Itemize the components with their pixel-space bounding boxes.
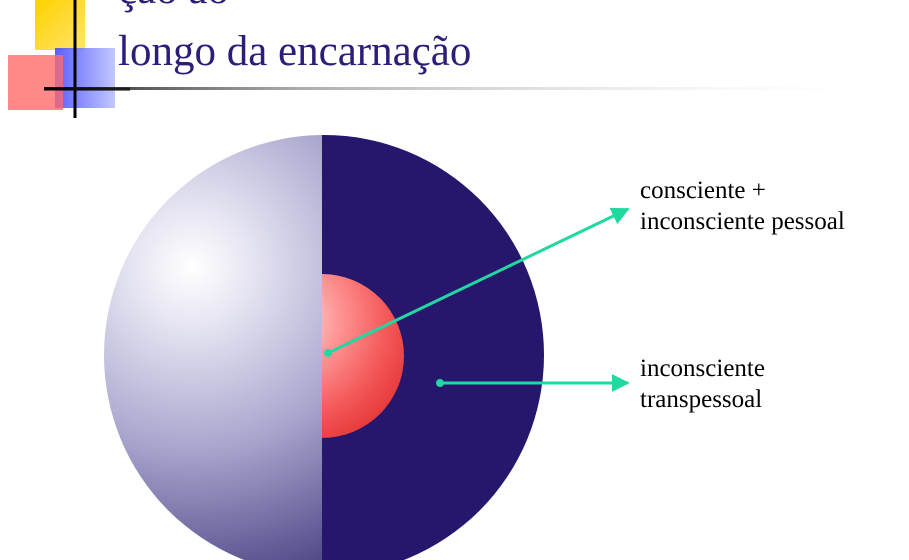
arrow-conscious xyxy=(327,207,630,355)
logo-blue-square xyxy=(55,48,115,108)
arrow-conscious-origin-dot xyxy=(324,349,332,357)
sphere-left-hemisphere xyxy=(104,135,322,560)
arrow-transpersonal-origin-dot xyxy=(436,379,444,387)
title-line-2: longo da encarnação xyxy=(118,28,472,75)
logo-yellow-square xyxy=(35,0,85,50)
inner-core xyxy=(322,274,404,438)
label-conscious-line-2: inconsciente pessoal xyxy=(640,208,845,235)
label-transpersonal: inconsciente transpessoal xyxy=(640,353,765,415)
label-conscious: consciente + inconsciente pessoal xyxy=(640,175,845,237)
label-transpersonal-line-2: transpessoal xyxy=(640,386,763,413)
title-line-1: ção ao xyxy=(118,0,229,11)
logo-red-square xyxy=(8,55,63,110)
label-conscious-line-1: consciente + xyxy=(640,177,766,204)
sphere-right-hemisphere xyxy=(322,135,544,560)
title-underline xyxy=(44,87,909,90)
label-transpersonal-line-1: inconsciente xyxy=(640,355,765,382)
